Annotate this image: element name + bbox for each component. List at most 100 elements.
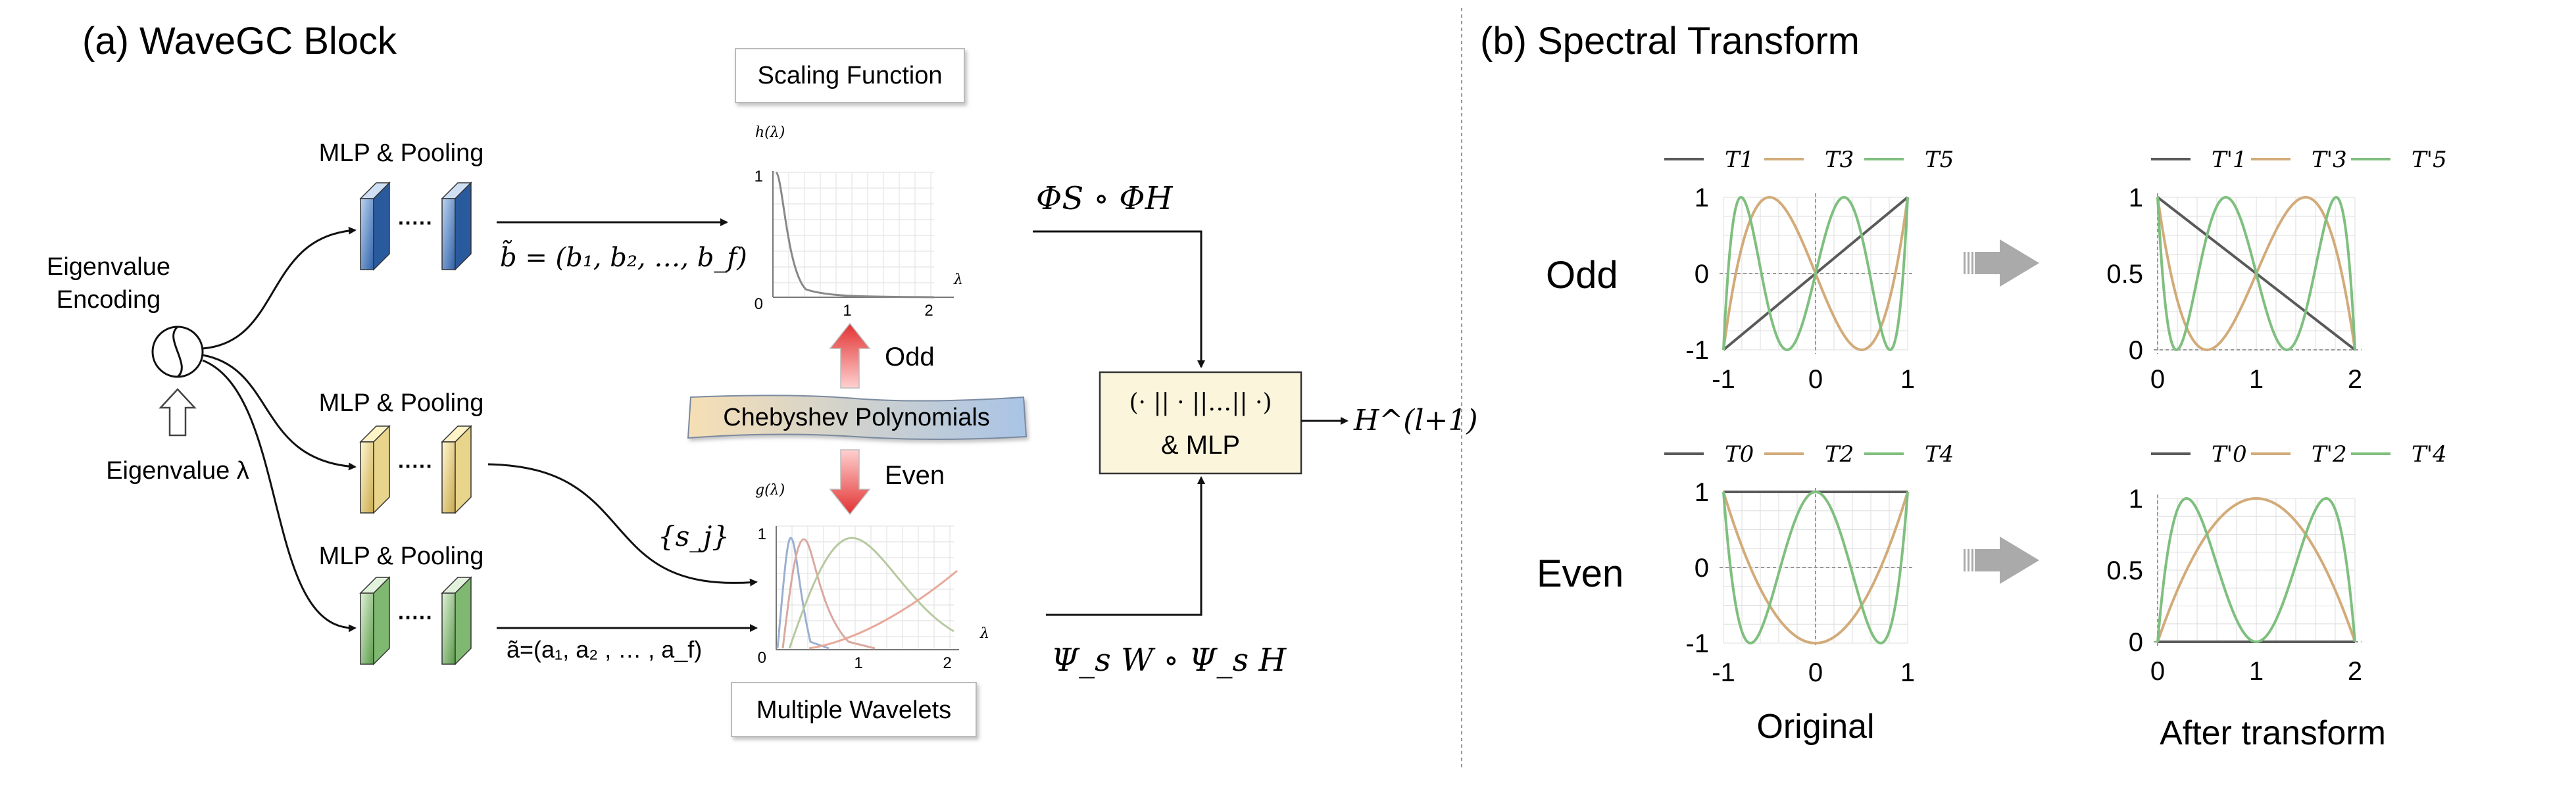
legend-label: T'4 — [2412, 441, 2447, 468]
x-tick-label: 1 — [1900, 365, 1915, 394]
mlp-blocks-blue: ····· — [359, 181, 472, 271]
mlp-blocks-yellow: ····· — [359, 425, 472, 514]
panel-a-title: (a) WaveGC Block — [82, 20, 397, 62]
odd-label: Odd — [885, 343, 935, 372]
wavelet-xlabel: λ — [979, 625, 989, 642]
x-tick-label: 0 — [2150, 365, 2165, 394]
wavelet-ytick-1: 1 — [758, 525, 766, 543]
x-tick-label: 0 — [1808, 365, 1823, 394]
wavelet-curve-1 — [776, 537, 830, 650]
mlp-label: & MLP — [1161, 431, 1240, 460]
y-tick-label: 1 — [1695, 183, 1709, 212]
arrow-s-to-wavelets — [487, 463, 758, 587]
scaling-plot — [772, 171, 954, 299]
output-label: H^(l+1) — [1353, 404, 1478, 437]
legend-label: T'1 — [2212, 147, 2247, 173]
x-tick-label: 2 — [2348, 657, 2362, 686]
y-tick-label: 0.5 — [2106, 260, 2143, 289]
scaling-curve — [775, 171, 935, 299]
s-label: {s_j} — [658, 520, 730, 552]
legend-label: T'5 — [2412, 147, 2447, 173]
y-tick-label: 0 — [1695, 260, 1709, 289]
row-odd-label: Odd — [1546, 254, 1618, 297]
chebyshev-box — [687, 395, 1028, 440]
series-t5 — [2156, 195, 2356, 352]
y-tick-label: 0 — [1695, 554, 1709, 583]
col-after-label: After transform — [2160, 714, 2386, 752]
y-tick-label: 0.5 — [2106, 556, 2143, 585]
wavelet-curve-2 — [781, 538, 876, 650]
transform-arrow-even-icon — [1964, 537, 2039, 584]
transform-arrow-odd-icon — [1964, 239, 2039, 287]
series-t2 — [2156, 497, 2356, 642]
legend-label: T3 — [1825, 147, 1854, 173]
series-t2 — [1722, 491, 1909, 644]
a-formula: ã=(a₁, a₂ , … , a_f) — [507, 636, 702, 663]
eigen-encoding-label-1: Eigenvalue — [47, 253, 170, 281]
scaling-ytick-0: 0 — [755, 295, 763, 313]
scaling-xtick-1: 1 — [843, 302, 851, 320]
mlp-blocks-green: ····· — [359, 576, 472, 665]
wavelet-curve-3 — [788, 537, 954, 649]
mlp-label-top: MLP & Pooling — [319, 139, 484, 167]
psi-formula: Ψ_s W ∘ Ψ_s H — [1051, 642, 1287, 679]
scaling-ytick-1: 1 — [755, 168, 763, 185]
y-tick-label: 1 — [1695, 478, 1709, 507]
phi-formula: ΦS ∘ ΦH — [1036, 180, 1174, 217]
row-even-label: Even — [1537, 552, 1623, 595]
x-tick-label: -1 — [1712, 658, 1735, 687]
input-up-arrow-icon — [159, 388, 197, 437]
eigen-encoding-label-2: Encoding — [57, 286, 161, 314]
series-t4 — [1722, 491, 1909, 644]
legend-label: T5 — [1925, 147, 1954, 173]
scaling-ylabel: h(λ) — [755, 124, 785, 141]
svg-text:·····: ····· — [398, 606, 433, 629]
panel-b-title: (b) Spectral Transform — [1480, 20, 1860, 62]
legend-label: T'0 — [2212, 441, 2247, 468]
arrow-phi-to-concat — [1033, 230, 1205, 368]
x-tick-label: -1 — [1712, 365, 1735, 394]
wavelet-curve-4 — [808, 569, 958, 650]
y-tick-label: -1 — [1685, 336, 1709, 365]
y-tick-label: 1 — [2129, 183, 2143, 212]
chebyshev-label: Chebyshev Polynomials — [723, 404, 990, 431]
y-tick-label: 0 — [2129, 336, 2143, 365]
x-tick-label: 1 — [2249, 365, 2264, 394]
chart-odd-original: 1 0 -1-1 0 1 T1 T3 T5 — [1664, 147, 1954, 394]
scaling-xtick-2: 2 — [924, 302, 933, 320]
y-tick-label: -1 — [1685, 629, 1709, 658]
legend-label: T0 — [1725, 441, 1754, 468]
encoding-branch-arrows — [202, 226, 357, 633]
wavelet-ytick-0: 0 — [758, 649, 766, 667]
y-tick-label: 0 — [2129, 628, 2143, 657]
legend-label: T2 — [1825, 441, 1854, 468]
scaling-function-label: Scaling Function — [758, 62, 943, 89]
wavelet-xtick-1: 1 — [854, 654, 862, 672]
x-tick-label: 0 — [2150, 657, 2165, 686]
legend-label: T4 — [1925, 441, 1954, 468]
arrow-psi-to-concat — [1046, 476, 1205, 616]
svg-text:·····: ····· — [398, 454, 433, 478]
x-tick-label: 2 — [2348, 365, 2362, 394]
even-arrow-icon — [829, 449, 871, 516]
multiple-wavelets-label: Multiple Wavelets — [756, 696, 951, 724]
col-original-label: Original — [1756, 708, 1874, 746]
series-t4 — [2156, 497, 2356, 643]
b-formula: b̃ = (b₁, b₂, …, b_f) — [500, 240, 747, 273]
series-t5 — [1722, 195, 1909, 352]
scaling-function-box — [735, 48, 965, 103]
wavelet-ylabel: g(λ) — [755, 482, 785, 498]
eigenvalue-input-label: Eigenvalue λ — [106, 457, 249, 485]
x-tick-label: 1 — [1900, 658, 1915, 687]
mlp-label-mid: MLP & Pooling — [319, 389, 484, 417]
x-tick-label: 0 — [1808, 658, 1823, 687]
legend-label: T1 — [1725, 147, 1754, 173]
even-label: Even — [885, 461, 945, 490]
mlp-label-bottom: MLP & Pooling — [319, 543, 484, 570]
concat-label: (· || · ||…|| ·) — [1129, 389, 1272, 416]
scaling-xlabel: λ — [953, 272, 963, 288]
